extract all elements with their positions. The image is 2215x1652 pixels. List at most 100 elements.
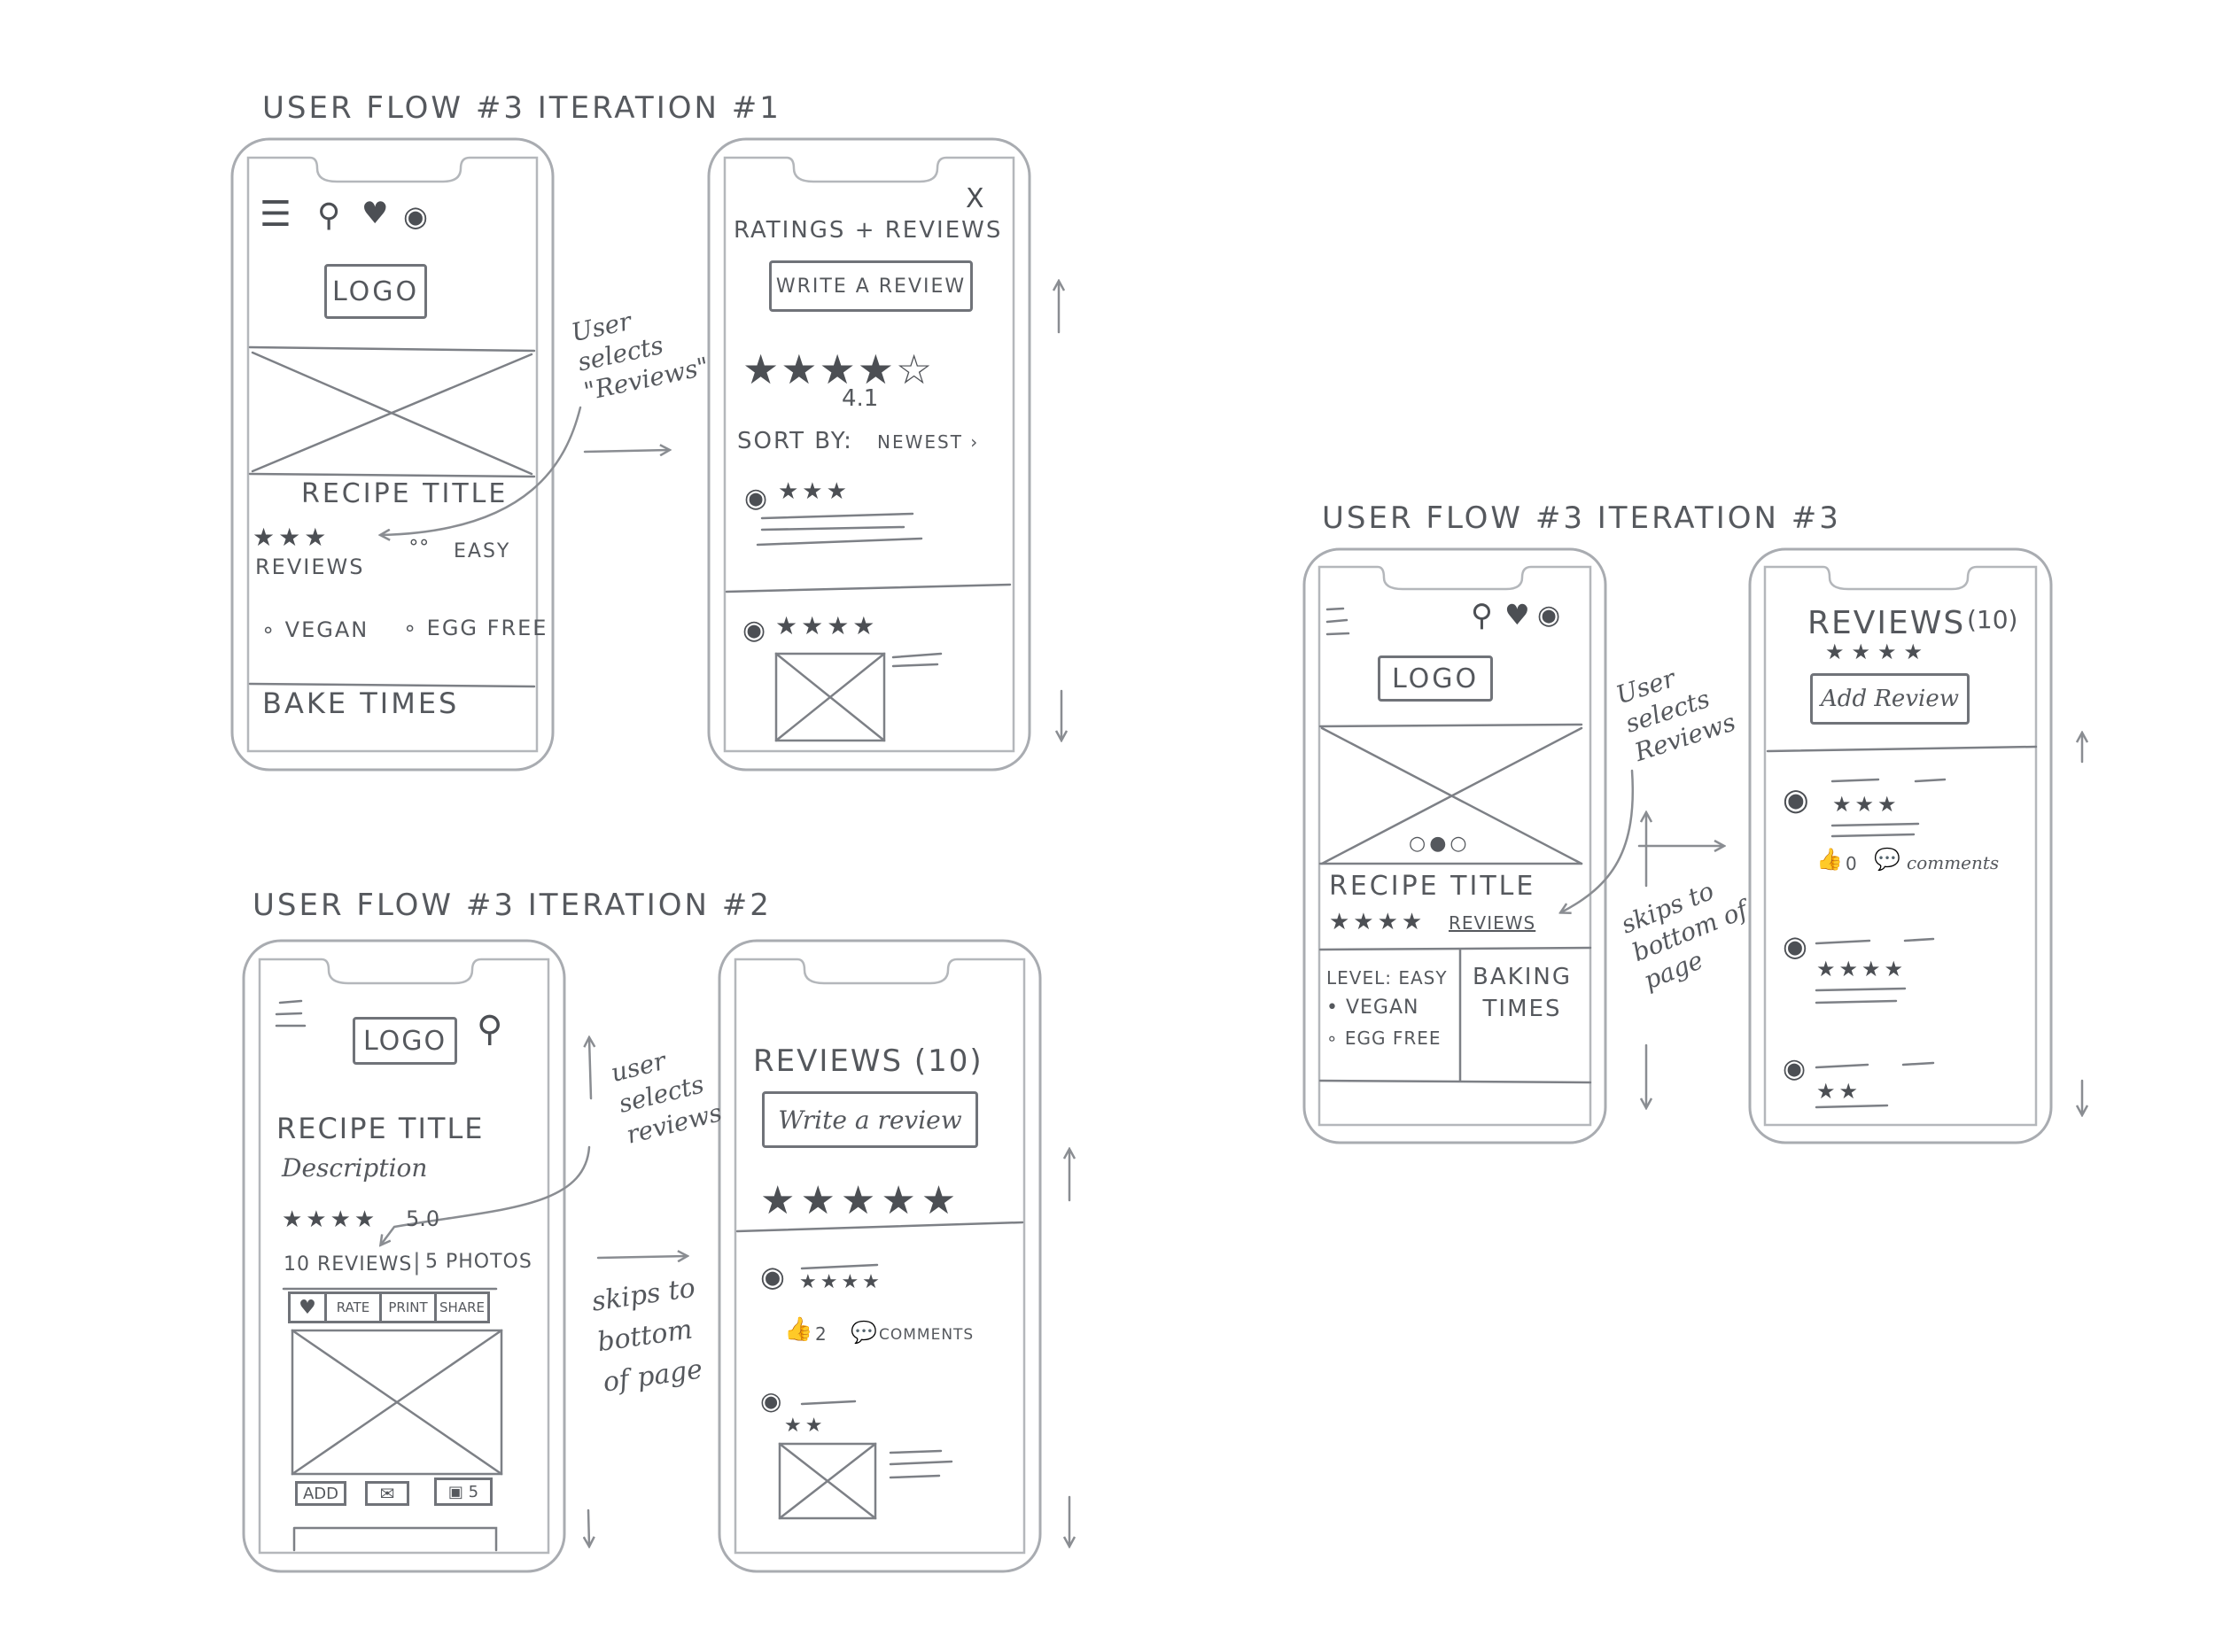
iter2-review-lines	[800, 1263, 879, 1406]
reviewer-avatar-icon: ◉	[760, 1260, 785, 1293]
add-photo-button[interactable]: ADD	[295, 1481, 346, 1506]
separator: |	[413, 1249, 421, 1276]
iter2-hamburger-icon	[275, 999, 307, 1028]
review-1-stars: ★★★	[778, 478, 851, 505]
reviews-link[interactable]: REVIEWS	[255, 555, 365, 579]
reviews-link[interactable]: 10 REVIEWS	[284, 1253, 413, 1276]
comments-link[interactable]: COMMENTS	[879, 1326, 975, 1344]
reviewer-avatar-icon: ◉	[1783, 929, 1807, 963]
iter3-divider-top	[1318, 946, 1592, 951]
action-bar: ♥ RATE PRINT SHARE	[288, 1291, 490, 1323]
iter2-bottom-input	[292, 1526, 498, 1552]
hamburger-menu-icon[interactable]: ☰	[260, 194, 291, 235]
add-review-button[interactable]: Add Review	[1810, 673, 1970, 725]
review-2-stars: ★★★★	[775, 611, 879, 640]
write-review-button[interactable]: WRITE A REVIEW	[769, 260, 973, 312]
profile-icon[interactable]: ◉	[403, 199, 428, 233]
comments-link[interactable]: comments	[1907, 852, 2000, 873]
like-count: 2	[815, 1323, 827, 1345]
profile-icon[interactable]: ◉	[1537, 600, 1561, 631]
iter2-image-placeholder	[291, 1329, 503, 1476]
reviewer-avatar-icon: ◉	[1783, 1053, 1807, 1084]
annotation-skips-to-bottom: skips to bottom of page	[589, 1272, 705, 1399]
iter2-left-down-arrow	[588, 1509, 589, 1546]
recipe-title: RECIPE TITLE	[301, 478, 509, 509]
search-icon[interactable]: ⚲	[477, 1009, 503, 1050]
difficulty-label: EASY	[454, 540, 511, 562]
reviewer-avatar-icon: ◉	[744, 483, 768, 514]
favorite-heart-icon[interactable]: ♥	[288, 1291, 327, 1323]
difficulty-icon: ∘∘	[408, 531, 431, 554]
iter1-review-image-placeholder	[774, 652, 943, 742]
sort-by-dropdown[interactable]: NEWEST ›	[877, 431, 980, 453]
rating-stars: ★★★★	[1329, 909, 1426, 935]
phone-iter3-reviews	[1748, 547, 2053, 1144]
iter2-reviews-divider	[735, 1221, 1024, 1233]
iter2-review-image-placeholder	[778, 1442, 953, 1520]
review-1-stars: ★★★★	[799, 1271, 883, 1293]
photos-link[interactable]: 5 PHOTOS	[425, 1251, 532, 1273]
iter2-flow-arrow	[596, 1256, 687, 1258]
rating-stars[interactable]: ★★★	[253, 523, 330, 552]
rating-stars: ★★★★	[282, 1206, 379, 1233]
heading-iteration-1: USER FLOW #3 ITERATION #1	[262, 90, 781, 126]
heading-iteration-2: USER FLOW #3 ITERATION #2	[253, 888, 772, 923]
logo: LOGO	[324, 264, 427, 319]
overall-rating-stars: ★★★★★	[760, 1178, 962, 1223]
mail-icon[interactable]: ✉	[365, 1481, 409, 1506]
iter3-reviews-divider	[1766, 745, 2038, 753]
overall-rating-value: 4.1	[842, 385, 879, 412]
level-label: LEVEL: EASY	[1326, 967, 1448, 989]
recipe-title: RECIPE TITLE	[1329, 871, 1536, 902]
phone-iter1-reviews	[707, 137, 1031, 772]
iter3-divider-bottom	[1318, 1079, 1592, 1084]
recipe-description: Description	[282, 1153, 428, 1183]
tag-vegan: ∘ VEGAN	[261, 617, 369, 642]
iter1-image-placeholder	[248, 345, 536, 478]
write-review-button[interactable]: Write a review	[762, 1091, 978, 1148]
comment-icon[interactable]: 💬	[851, 1320, 877, 1345]
ratings-reviews-title: RATINGS + REVIEWS	[734, 217, 1003, 244]
iter1-reviews-divider	[725, 583, 1012, 593]
iter3-hamburger-icon	[1325, 607, 1350, 636]
phone-iter3-recipe	[1302, 547, 1607, 1144]
gallery-icon[interactable]: ▣ 5	[434, 1477, 493, 1506]
tag-vegan: • VEGAN	[1326, 997, 1419, 1019]
phone-iter2-recipe	[242, 939, 566, 1573]
sort-by-label: SORT BY:	[737, 428, 853, 454]
bake-times: BAKE TIMES	[262, 686, 460, 720]
like-icon[interactable]: 👍	[784, 1316, 813, 1343]
close-icon[interactable]: X	[966, 183, 984, 214]
rate-button[interactable]: RATE	[327, 1291, 382, 1323]
print-button[interactable]: PRINT	[382, 1291, 437, 1323]
overall-rating-stars: ★★★★	[1825, 640, 1931, 664]
heart-icon[interactable]: ♥	[361, 196, 389, 231]
review-2-stars: ★★	[784, 1415, 827, 1437]
review-1-stars: ★★★	[1832, 792, 1900, 817]
review-3-stars: ★★	[1816, 1079, 1862, 1104]
heart-icon[interactable]: ♥	[1504, 598, 1530, 632]
reviews-count: (10)	[1967, 605, 2018, 634]
phone-iter1-recipe	[230, 137, 555, 772]
reviews-link[interactable]: REVIEWS	[1449, 912, 1536, 934]
heading-iteration-3: USER FLOW #3 ITERATION #3	[1322, 500, 1841, 536]
iter1-divider	[248, 682, 536, 688]
logo: LOGO	[1378, 655, 1493, 702]
overall-rating-stars: ★★★★☆	[742, 345, 935, 393]
iter2-pointer-arrow	[381, 1145, 591, 1245]
tag-egg-free: ∘ EGG FREE	[1326, 1028, 1442, 1049]
comment-icon[interactable]: 💬	[1874, 847, 1900, 872]
reviewer-avatar-icon: ◉	[1783, 782, 1809, 818]
carousel-dots[interactable]: ○●○	[1409, 833, 1471, 855]
like-icon[interactable]: 👍	[1816, 847, 1843, 872]
like-count: 0	[1846, 853, 1857, 874]
search-icon[interactable]: ⚲	[317, 198, 341, 234]
search-icon[interactable]: ⚲	[1471, 598, 1493, 633]
reviewer-avatar-icon: ◉	[742, 615, 766, 646]
iter3-review3-lines	[1815, 1061, 1935, 1109]
iter3-review2-lines	[1815, 937, 1935, 1004]
iter1-pointer-arrow	[381, 406, 582, 535]
share-button[interactable]: SHARE	[437, 1291, 490, 1323]
iter3-image-placeholder	[1318, 723, 1583, 865]
